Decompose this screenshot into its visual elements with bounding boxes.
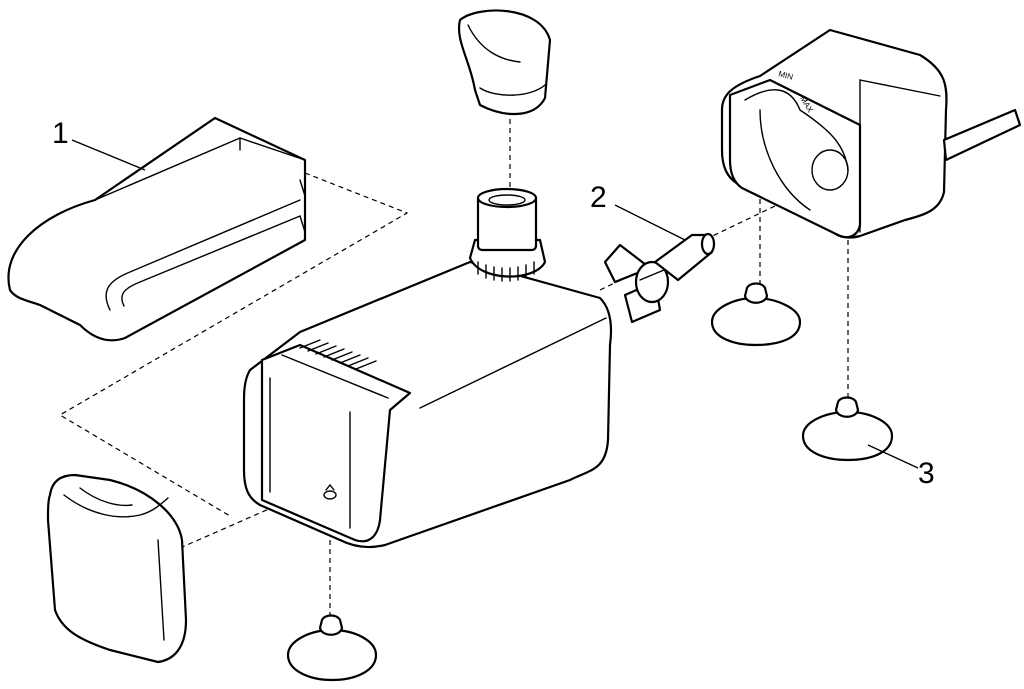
dial-min-label: MIN <box>777 69 794 82</box>
suction-cup-right-upper <box>710 282 802 347</box>
suction-cup-right-lower <box>801 396 894 462</box>
callout-2: 2 <box>590 181 607 214</box>
suction-cup-bottom <box>286 614 378 682</box>
inlet-cover <box>46 473 188 664</box>
filter-sponge <box>7 116 307 342</box>
callout-1: 1 <box>52 117 69 150</box>
outlet-nozzle <box>457 9 552 116</box>
callout-3: 3 <box>918 457 935 490</box>
callout-leaders <box>71 139 919 469</box>
impeller <box>603 232 716 324</box>
pump-body <box>242 187 613 549</box>
motor-housing: MIN MAX <box>720 28 1022 239</box>
